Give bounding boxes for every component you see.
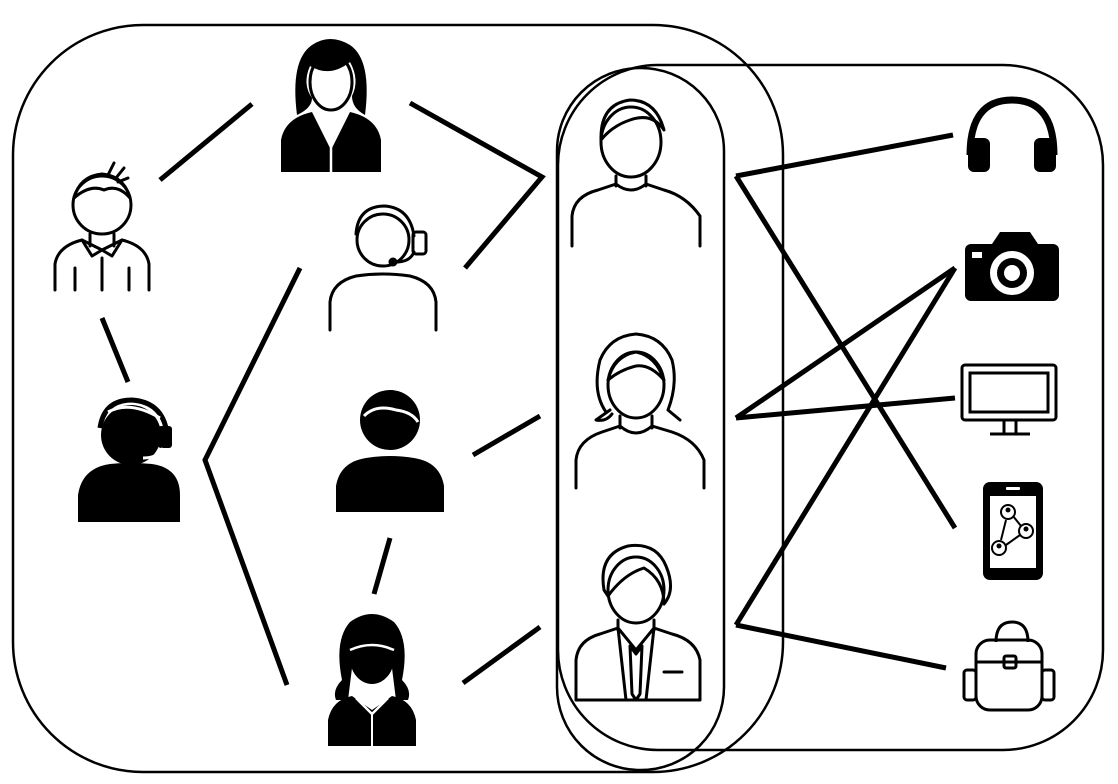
social-edge (202, 266, 303, 686)
social-edge (99, 317, 131, 383)
social-edge (371, 537, 393, 595)
social-edge (158, 102, 254, 182)
interaction-edge (733, 266, 958, 627)
social-network-boundary (11, 23, 785, 774)
focal-users-pill (555, 66, 726, 772)
headset-agent-filled-icon (78, 397, 180, 522)
man-filled-icon (336, 390, 444, 512)
interaction-edge (735, 622, 947, 671)
woman-braids-filled-icon (328, 614, 416, 746)
monitor-icon (960, 363, 1058, 436)
social-edges (99, 100, 546, 686)
interaction-edge (734, 265, 957, 421)
social-edge (461, 624, 542, 686)
social-edge (408, 100, 546, 270)
boy-outline-icon (53, 161, 151, 292)
woman-outline-icon (574, 332, 706, 490)
backpack-icon (962, 620, 1056, 712)
social-edge (471, 413, 542, 458)
headphones-icon (966, 96, 1058, 172)
interaction-edge (735, 395, 956, 421)
businessman-outline-icon (574, 543, 702, 702)
businesswoman-filled-icon (281, 39, 381, 172)
smartphone-network-icon (983, 482, 1043, 580)
interaction-edge (733, 174, 958, 530)
headset-agent-outline-icon (328, 204, 438, 332)
camera-icon (965, 232, 1059, 301)
man-outline-icon (570, 98, 702, 248)
interaction-edges (733, 132, 958, 671)
interaction-edge (735, 132, 954, 179)
